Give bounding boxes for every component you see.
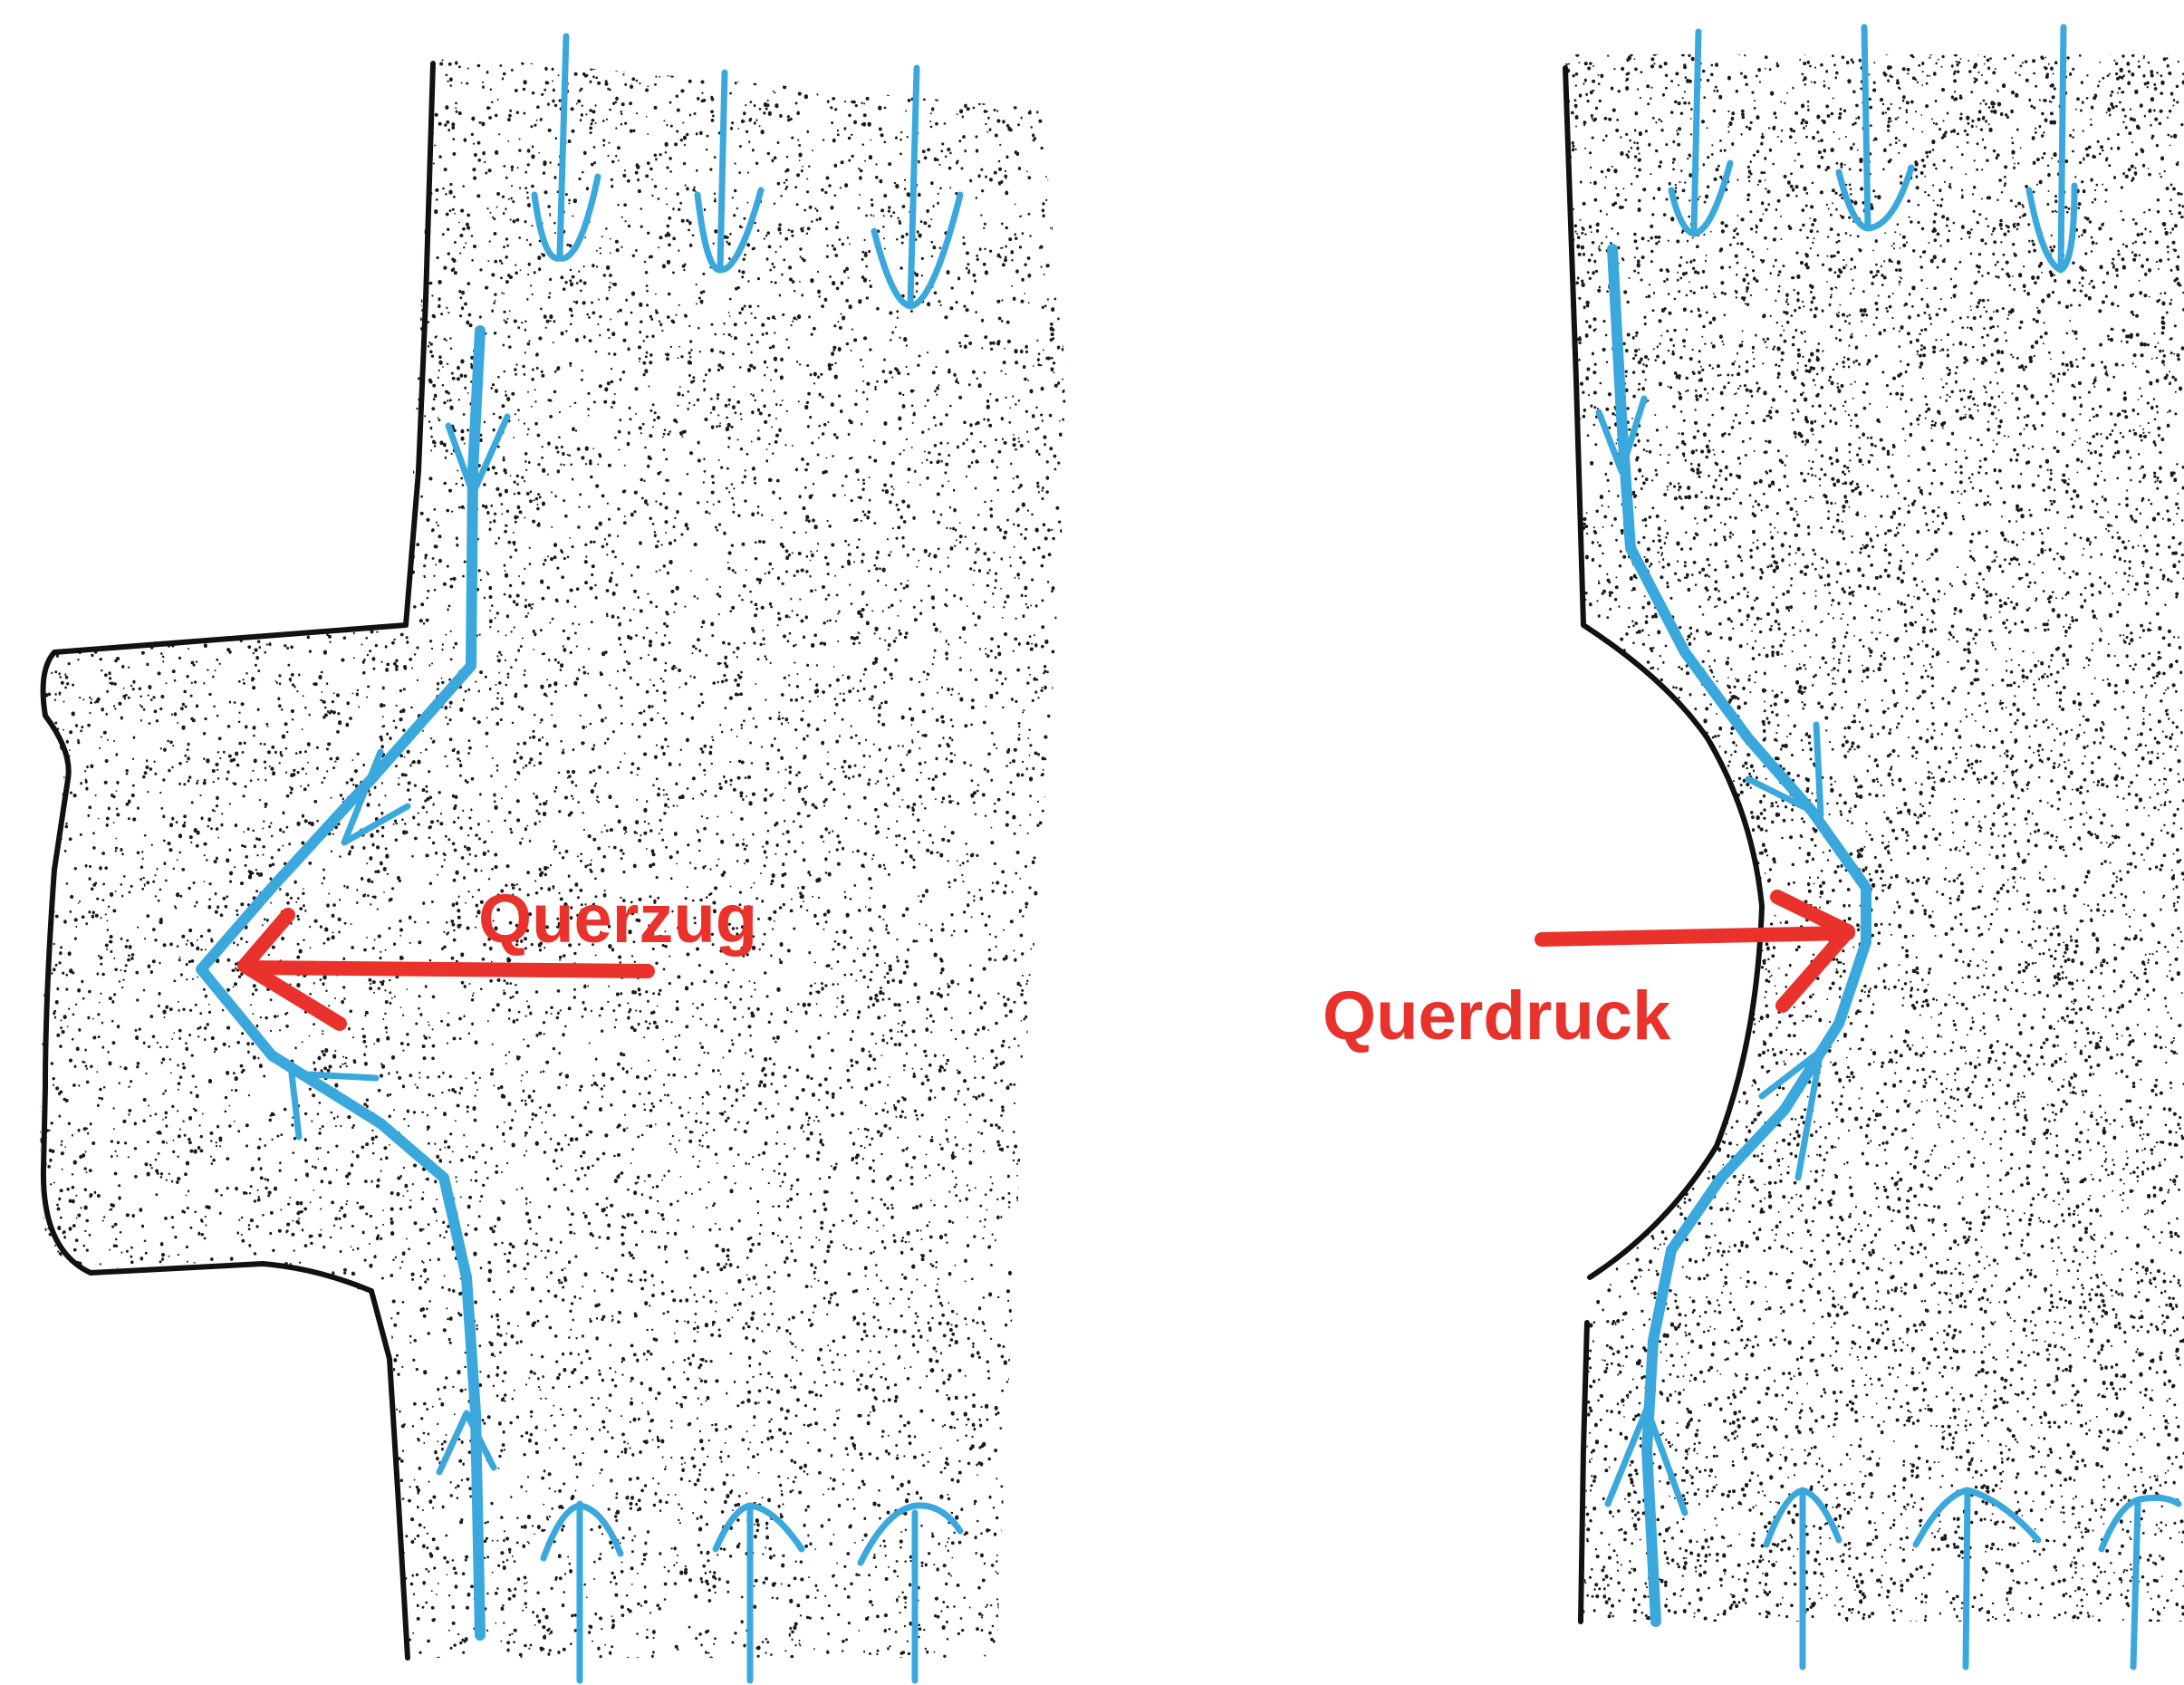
- flow-arrow-icon: [1839, 27, 1911, 228]
- flow-arrow-icon: [2102, 1497, 2179, 1667]
- left-member-outline: [43, 63, 433, 1658]
- force-arrow-icon: [1542, 933, 1848, 939]
- panel-label-left: Querzug: [478, 881, 757, 958]
- flow-arrow-icon: [1766, 1490, 1839, 1667]
- flow-arrow-icon: [292, 1074, 376, 1137]
- panel-label-right: Querdruck: [1323, 977, 1671, 1054]
- force-arrow-icon: [249, 968, 648, 971]
- left-top-flow-arrows: [534, 36, 960, 306]
- right-top-flow-arrows: [1671, 27, 2074, 270]
- right-panel: Querdruck: [1323, 27, 2184, 1667]
- left-bottom-flow-arrows: [544, 1504, 960, 1680]
- right-member-outline: [1565, 68, 1762, 1277]
- flow-arrow-icon: [439, 1413, 494, 1472]
- flow-arrow-icon: [534, 36, 598, 258]
- left-panel: Querzug: [34, 34, 1088, 1680]
- flow-arrow-icon: [1916, 1490, 2038, 1667]
- right-member-outline-lower: [1581, 1323, 1587, 1622]
- flow-arrow-icon: [1671, 32, 1730, 234]
- right-bottom-flow-arrows: [1766, 1490, 2179, 1667]
- flow-arrow-icon: [2029, 27, 2074, 270]
